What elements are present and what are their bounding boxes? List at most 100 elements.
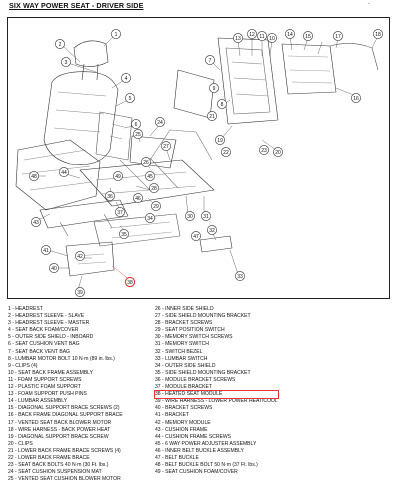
callout-39: 39 (75, 287, 85, 297)
callout-2: 2 (55, 39, 65, 49)
callout-32: 32 (207, 225, 217, 235)
legend-item: 9 - CLIPS (4) (8, 362, 38, 369)
legend-item: 8 - LUMBAR MOTOR BOLT 10 N·m (89 in. lbs… (8, 355, 115, 362)
headrest-shape (73, 40, 109, 67)
callout-29: 29 (151, 201, 161, 211)
callout-38: 38 (124, 276, 136, 288)
legend-item: 4 - SEAT BACK FOAM/COVER (8, 327, 79, 334)
power-adjuster-shape (39, 199, 129, 229)
svg-text:20: 20 (275, 150, 281, 156)
callout-22: 22 (221, 147, 231, 157)
legend-item: 48 - BELT BUCKLE BOLT 50 N·m (37 Ft. lbs… (155, 462, 258, 469)
legend-item: 35 - SIDE SHIELD MOUNTING BRACKET (155, 369, 251, 376)
callout-20: 20 (273, 147, 283, 157)
svg-text:22: 22 (223, 150, 229, 156)
seat-back-foam-shape (43, 71, 119, 165)
svg-text:45: 45 (147, 174, 153, 180)
callout-36: 36 (105, 191, 115, 201)
callout-35: 35 (119, 229, 129, 239)
svg-text:26: 26 (143, 160, 149, 166)
callout-19: 19 (215, 135, 225, 145)
legend-item: 10 - SEAT BACK FRAME ASSEMBLY (8, 369, 93, 376)
legend-item: 27 - SIDE SHIELD MOUNTING BRACKET (155, 313, 251, 320)
seat-cushion-foam-shape (15, 139, 101, 211)
callout-4: 4 (121, 73, 131, 83)
legend-item: 18 - WIRE HARNESS - BACK POWER HEAT (8, 426, 111, 433)
legend-item: 33 - LUMBAR SWITCH (155, 355, 208, 362)
callout-42: 42 (75, 251, 85, 261)
svg-text:36: 36 (107, 194, 113, 200)
legend-item: 6 - SEAT CUSHION VENT BAG (8, 341, 80, 348)
side-shield-shape (173, 69, 215, 119)
callout-1: 1 (111, 29, 121, 39)
callout-18: 18 (373, 29, 383, 39)
callout-21: 21 (207, 111, 217, 121)
callout-48: 48 (29, 171, 39, 181)
svg-text:18: 18 (375, 32, 381, 38)
legend-item: 45 - 6 WAY POWER ADJUSTER ASSEMBLY (155, 440, 257, 447)
callout-6: 6 (131, 119, 141, 129)
svg-text:38: 38 (127, 280, 133, 286)
svg-text:33: 33 (237, 274, 243, 280)
svg-text:19: 19 (217, 138, 223, 144)
legend-right-column: 26 - INNER SIDE SHIELD 27 - SIDE SHIELD … (154, 306, 279, 476)
callout-49: 49 (113, 171, 123, 181)
svg-text:1: 1 (115, 32, 118, 38)
callout-16: 16 (351, 93, 361, 103)
svg-text:17: 17 (335, 34, 341, 40)
seat-back-frame-shape (217, 37, 279, 125)
svg-text:43: 43 (33, 220, 39, 226)
legend-item: 37 - MODULE BRACKET (155, 384, 212, 391)
legend-item: 41 - BRACKET (155, 412, 189, 419)
svg-text:16: 16 (353, 96, 359, 102)
lumbar-panel-shape (281, 43, 337, 95)
svg-text:34: 34 (147, 216, 153, 222)
legend-item: 47 - BELT BUCKLE (155, 454, 199, 461)
svg-text:21: 21 (209, 114, 215, 120)
legend-item: 16 - BACK FRAME DIAGONAL SUPPORT BRACE (8, 412, 123, 419)
svg-text:5: 5 (129, 96, 132, 102)
svg-text:8: 8 (221, 102, 224, 108)
legend-item: 12 - PLASTIC FOAM SUPPORT (8, 384, 81, 391)
svg-text:47: 47 (193, 234, 199, 240)
callout-23: 23 (259, 145, 269, 155)
svg-text:23: 23 (261, 148, 267, 154)
svg-text:37: 37 (117, 210, 123, 216)
legend-item: 32 - SWITCH BEZEL (155, 348, 203, 355)
legend-item: 14 - LUMBAR ASSEMBLY (8, 398, 68, 405)
svg-text:48: 48 (31, 174, 37, 180)
legend-item: 20 - CLIPS (8, 440, 33, 447)
callout-28: 28 (149, 183, 159, 193)
callout-47: 47 (191, 231, 201, 241)
legend-item: 29 - SEAT POSITION SWITCH (155, 327, 225, 334)
callout-25: 25 (133, 129, 143, 139)
corner-mark: . (368, 0, 370, 6)
legend-item: 2 - HEADREST SLEEVE - SLAVE (8, 313, 85, 320)
legend-item: 26 - INNER SIDE SHIELD (155, 306, 214, 312)
diagram-title: SIX WAY POWER SEAT - DRIVER SIDE (9, 1, 144, 10)
callout-11: 11 (257, 31, 267, 41)
legend-item: 13 - FOAM SUPPORT PUSH PINS (8, 391, 87, 398)
callout-15: 15 (303, 31, 313, 41)
legend-item: 25 - VENTED SEAT CUSHION BLOWER MOTOR (8, 476, 121, 483)
legend-item: 42 - MEMORY MODULE (155, 419, 211, 426)
legend-item: 43 - CUSHION FRAME (155, 426, 208, 433)
legend-item: 19 - DIAGONAL SUPPORT BRACE SCREW (8, 433, 109, 440)
legend-item: 40 - BRACKET SCREWS (155, 405, 213, 412)
callout-41: 41 (41, 245, 51, 255)
callout-37: 37 (115, 207, 125, 217)
svg-text:49: 49 (115, 174, 121, 180)
callout-45: 45 (145, 171, 155, 181)
callout-24: 24 (155, 117, 165, 127)
legend-item: 23 - SEAT BACK BOLTS 40 N·m (30 Ft. lbs.… (8, 462, 109, 469)
legend-item: 7 - SEAT BACK VENT BAG (8, 348, 70, 355)
cushion-frame-shape (79, 159, 215, 207)
svg-text:3: 3 (65, 60, 68, 66)
svg-text:35: 35 (121, 232, 127, 238)
legend-item: 36 - MODULE BRACKET SCREWS (155, 376, 236, 383)
callout-27: 27 (161, 141, 171, 151)
legend-item: 24 - SEAT CUSHION SUSPENSION MAT (8, 469, 102, 476)
legend-item: 46 - INNER BELT BUCKLE ASSEMBLY (155, 447, 244, 454)
